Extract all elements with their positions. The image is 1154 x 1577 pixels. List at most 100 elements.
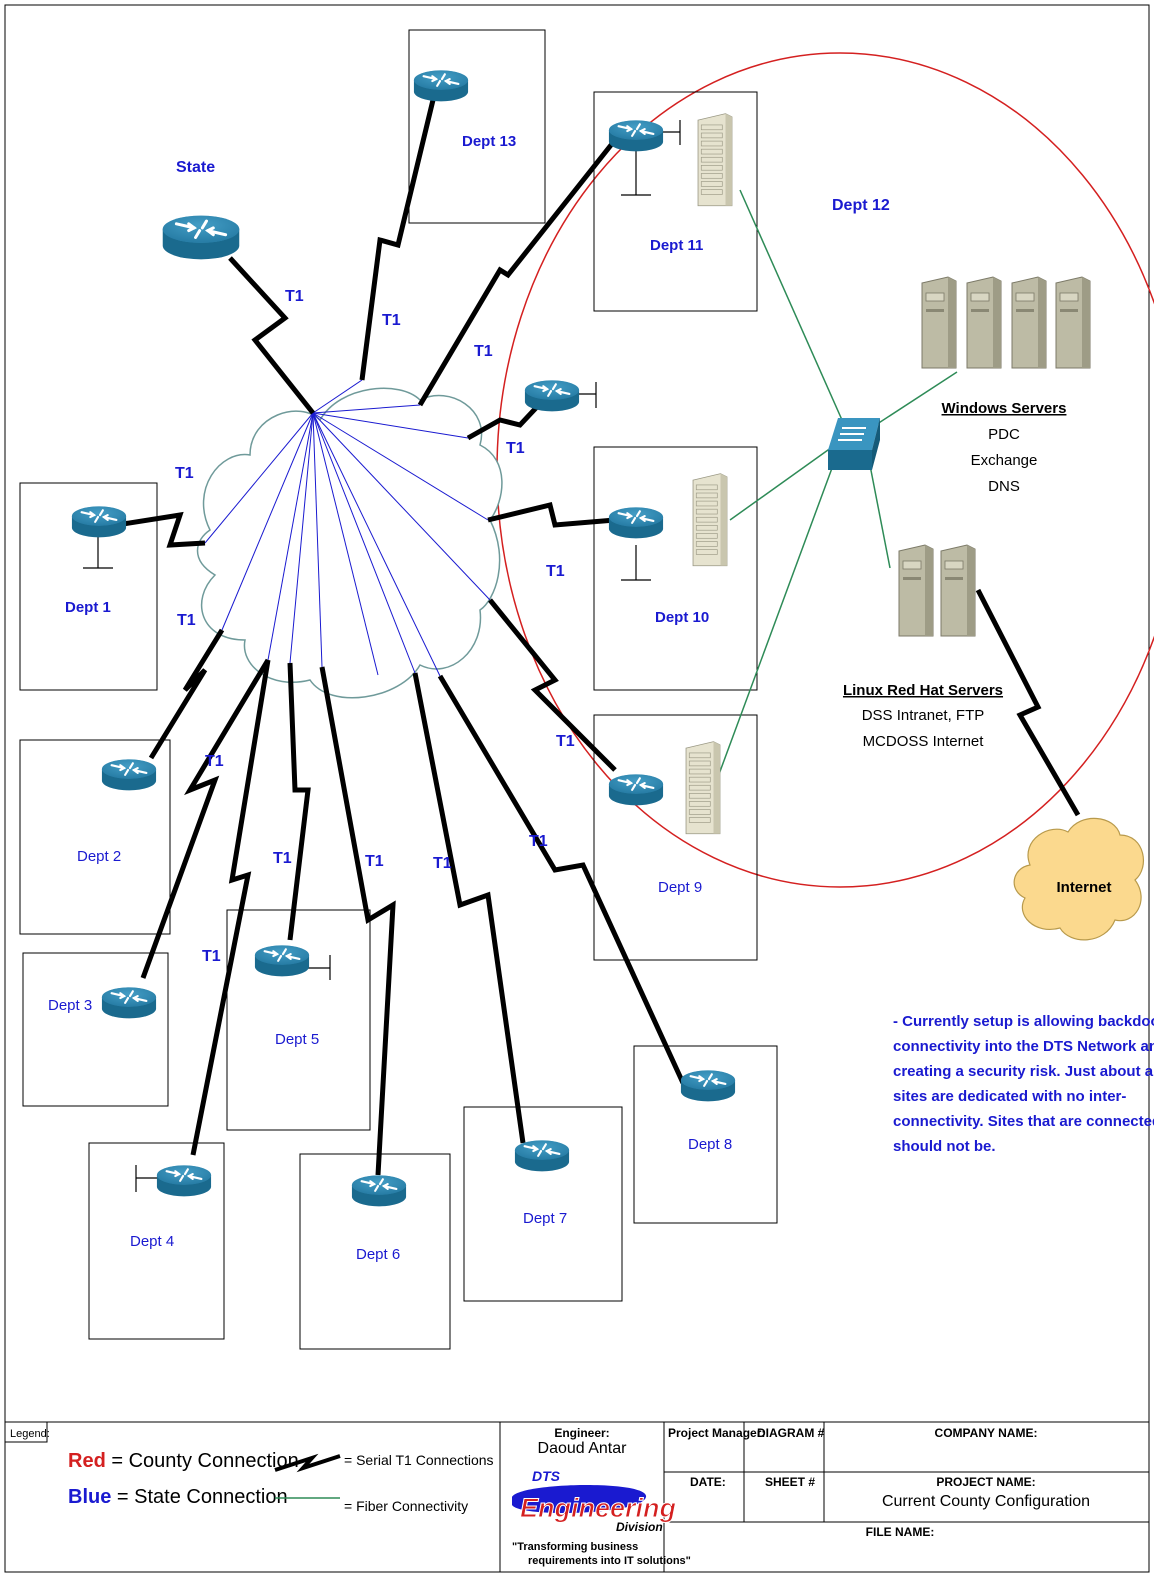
dept7-label: Dept 7	[523, 1210, 567, 1227]
server-icon	[921, 276, 957, 369]
dept5-label: Dept 5	[275, 1031, 319, 1048]
legend-red-word: Red	[68, 1450, 106, 1472]
router-icon	[350, 1174, 408, 1208]
company-name-label: COMPANY NAME:	[935, 1426, 1038, 1440]
t1-label: T1	[506, 440, 525, 457]
building-icon	[697, 113, 733, 207]
project-name-value: Current County Configuration	[882, 1493, 1090, 1510]
dept1-label: Dept 1	[65, 599, 111, 616]
building-icon	[685, 741, 721, 835]
tagline-line-2: requirements into IT solutions"	[528, 1555, 691, 1567]
legend-blue-word: Blue	[68, 1486, 111, 1508]
state-router-icon	[160, 213, 242, 262]
t1-label: T1	[365, 853, 384, 870]
router-icon	[100, 758, 158, 792]
state-lines	[204, 379, 491, 677]
t1-label: T1	[474, 343, 493, 360]
router-icon	[100, 986, 158, 1020]
legend-serial-text: = Serial T1 Connections	[344, 1452, 494, 1468]
router-icon	[523, 379, 581, 413]
server-role: Exchange	[971, 452, 1038, 469]
legend: Red = County Connection Blue = State Con…	[68, 1450, 494, 1514]
project-manager-label: Project Manager:	[668, 1426, 765, 1440]
server-role: DSS Intranet, FTP	[862, 707, 985, 724]
router-icon	[70, 505, 128, 539]
legend-red-text: = County Connection	[106, 1450, 299, 1472]
dept2-label: Dept 2	[77, 848, 121, 865]
legend-title: Legend:	[10, 1428, 50, 1440]
svg-text:- Currently setup is allowing: - Currently setup is allowing backdoor	[893, 1013, 1154, 1030]
linux-servers-text: Linux Red Hat Servers DSS Intranet, FTP …	[843, 682, 1003, 750]
dept3-label: Dept 3	[48, 997, 92, 1014]
title-block	[4, 1421, 1149, 1572]
t1-label: T1	[202, 948, 221, 965]
building-icons	[685, 113, 733, 835]
t1-label: T1	[273, 850, 292, 867]
dept12-label: Dept 12	[832, 197, 890, 214]
t1-label: T1	[175, 465, 194, 482]
router-icon	[607, 773, 665, 807]
dept6-label: Dept 6	[356, 1246, 400, 1263]
t1-label: T1	[205, 753, 224, 770]
logo-division: Division	[616, 1520, 663, 1534]
router-icon	[155, 1164, 213, 1198]
t1-label: T1	[177, 612, 196, 629]
internet-label: Internet	[1056, 879, 1111, 896]
tagline-line-1: "Transforming business	[512, 1541, 638, 1553]
svg-text:Blue = State Connection: Blue = State Connection	[68, 1486, 288, 1508]
engineer-name: Daoud Antar	[538, 1440, 628, 1457]
state-label: State	[176, 159, 215, 176]
legend-fiber-text: = Fiber Connectivity	[344, 1498, 468, 1514]
serial-t1-legend-icon	[274, 1453, 341, 1473]
t1-label: T1	[382, 312, 401, 329]
building-icon	[692, 473, 728, 567]
dept11-label: Dept 11	[650, 237, 703, 254]
t1-labels: T1 T1 T1 T1 T1 T1 T1 T1 T1 T1 T1 T1 T1 T…	[175, 288, 575, 965]
internet-cloud	[1013, 817, 1144, 941]
router-icon	[253, 944, 311, 978]
sheet-number-label: SHEET #	[765, 1475, 815, 1489]
fiber-links	[714, 189, 958, 786]
project-info: Project Manager: DIAGRAM # COMPANY NAME:…	[668, 1426, 1090, 1539]
t1-label: T1	[285, 288, 304, 305]
legend-blue-text: = State Connection	[111, 1486, 287, 1508]
svg-text:connectivity into the DTS Netw: connectivity into the DTS Network and is	[893, 1038, 1154, 1055]
t1-label: T1	[529, 833, 548, 850]
router-icon	[412, 69, 470, 103]
engineer-label: Engineer:	[554, 1426, 609, 1440]
server-role: DNS	[988, 478, 1020, 495]
router-icon	[607, 119, 665, 153]
router-icon	[607, 506, 665, 540]
svg-text:Red = County Connection: Red = County Connection	[68, 1450, 299, 1472]
security-note: - Currently setup is allowing backdoor c…	[893, 1013, 1154, 1155]
server-icon	[966, 276, 1002, 369]
project-name-label: PROJECT NAME:	[936, 1475, 1035, 1489]
dept13-label: Dept 13	[462, 133, 516, 150]
windows-servers-title: Windows Servers	[942, 400, 1067, 417]
server-icon	[1011, 276, 1047, 369]
lan-stubs	[83, 120, 681, 1192]
engineer-block: Engineer: Daoud Antar DTS Engineering Di…	[512, 1426, 691, 1567]
logo-swoosh	[512, 1484, 647, 1513]
diagram-number-label: DIAGRAM #	[757, 1426, 825, 1440]
svg-text:connectivity. Sites that are c: connectivity. Sites that are connected	[893, 1113, 1154, 1130]
server-role: PDC	[988, 426, 1020, 443]
t1-label: T1	[546, 563, 565, 580]
linux-servers-title: Linux Red Hat Servers	[843, 682, 1003, 699]
file-name-label: FILE NAME:	[866, 1525, 935, 1539]
date-label: DATE:	[690, 1475, 726, 1489]
server-icon	[898, 544, 934, 637]
logo-dts: DTS	[532, 1468, 561, 1484]
wan-cloud	[196, 387, 503, 699]
department-boxes	[19, 29, 778, 1350]
router-icon	[679, 1069, 737, 1103]
switch-icon	[828, 418, 880, 470]
serial-t1-links	[122, 99, 1081, 1176]
logo-engineering: Engineering	[520, 1493, 677, 1523]
county-ellipse	[496, 52, 1154, 888]
dept9-label: Dept 9	[658, 879, 702, 896]
svg-text:sites are dedicated with no in: sites are dedicated with no inter-	[893, 1088, 1126, 1105]
page-border	[4, 4, 1150, 1573]
t1-label: T1	[556, 733, 575, 750]
